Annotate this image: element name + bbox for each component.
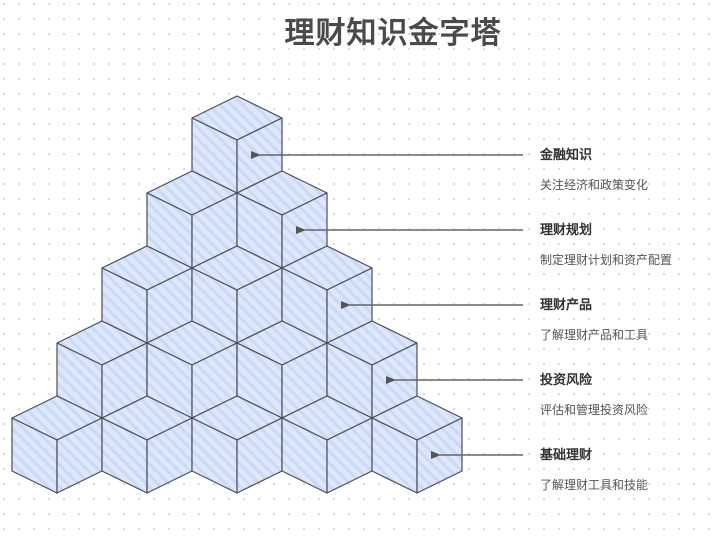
cube (11, 395, 103, 494)
level-desc: 了解理财产品和工具 (540, 328, 649, 342)
level-desc: 评估和管理投资风险 (540, 403, 649, 417)
cube (326, 320, 418, 419)
cube (101, 395, 193, 494)
level-name: 理财产品 (540, 297, 593, 312)
level-name: 理财规划 (540, 222, 593, 237)
page-title: 理财知识金字塔 (284, 17, 502, 50)
cube (371, 395, 463, 494)
level-desc: 制定理财计划和资产配置 (540, 253, 673, 267)
level-name: 基础理财 (540, 447, 593, 462)
level-label-4: 投资风险 评估和管理投资风险 (540, 372, 648, 417)
cube (146, 170, 238, 269)
level-label-1: 金融知识 关注经济和政策变化 (540, 147, 648, 192)
cube (56, 320, 148, 419)
cube (146, 320, 238, 419)
cube (191, 245, 283, 344)
cube (281, 395, 373, 494)
cube-group (11, 95, 463, 494)
level-name: 金融知识 (540, 147, 593, 162)
level-label-3: 理财产品 了解理财产品和工具 (540, 297, 648, 342)
level-label-2: 理财规划 制定理财计划和资产配置 (540, 222, 672, 267)
level-desc: 关注经济和政策变化 (540, 178, 649, 192)
cube (191, 395, 283, 494)
arrow-group (251, 151, 523, 459)
level-desc: 了解理财工具和技能 (540, 478, 649, 492)
cube (101, 245, 193, 344)
level-name: 投资风险 (540, 372, 593, 387)
level-label-5: 基础理财 了解理财工具和技能 (540, 447, 648, 492)
